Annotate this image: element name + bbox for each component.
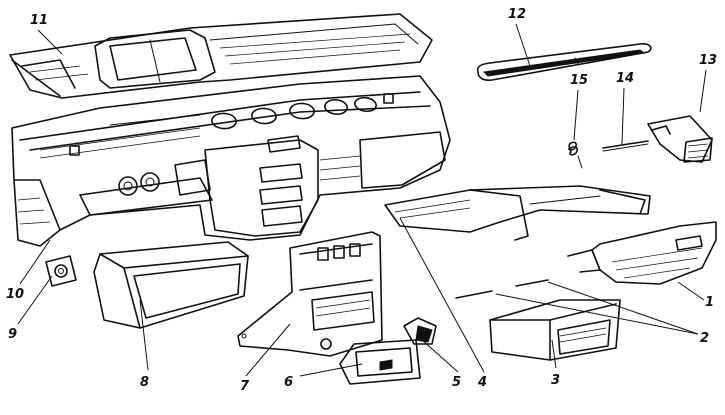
callout-labels: 11 12 13 14 15 1 2 3 4 5 6 7 8 9 10 bbox=[6, 7, 717, 394]
callout-4: 4 bbox=[477, 375, 487, 390]
callout-11: 11 bbox=[30, 13, 48, 28]
main-dashboard bbox=[11, 75, 451, 247]
callout-8: 8 bbox=[140, 375, 149, 390]
callout-15: 15 bbox=[570, 73, 588, 88]
callout-6: 6 bbox=[284, 375, 293, 390]
part-4-glovebox-frame bbox=[384, 185, 651, 241]
part-3-box bbox=[489, 299, 621, 361]
callout-2: 2 bbox=[700, 331, 709, 346]
callout-10: 10 bbox=[6, 287, 24, 302]
part-11-panel-cover bbox=[9, 13, 433, 99]
part-7-center-panel bbox=[237, 231, 383, 357]
part-14-rod bbox=[602, 140, 649, 152]
part-15-spring bbox=[568, 141, 583, 169]
callout-13: 13 bbox=[699, 53, 717, 68]
callout-12: 12 bbox=[508, 7, 526, 22]
part-8-tray bbox=[93, 241, 249, 329]
part-2-rods bbox=[455, 279, 549, 299]
callout-9: 9 bbox=[8, 327, 17, 342]
callout-3: 3 bbox=[551, 373, 560, 388]
part-6-ashtray bbox=[339, 339, 421, 385]
part-1-glovebox-lid bbox=[567, 221, 717, 285]
part-9-bracket bbox=[45, 255, 77, 287]
part-13-clip bbox=[647, 115, 713, 163]
leader-lines bbox=[17, 23, 707, 377]
callout-7: 7 bbox=[240, 379, 250, 394]
callout-1: 1 bbox=[705, 295, 714, 310]
callout-14: 14 bbox=[616, 71, 634, 86]
callout-5: 5 bbox=[452, 375, 461, 390]
part-12-trim-strip bbox=[476, 43, 652, 81]
